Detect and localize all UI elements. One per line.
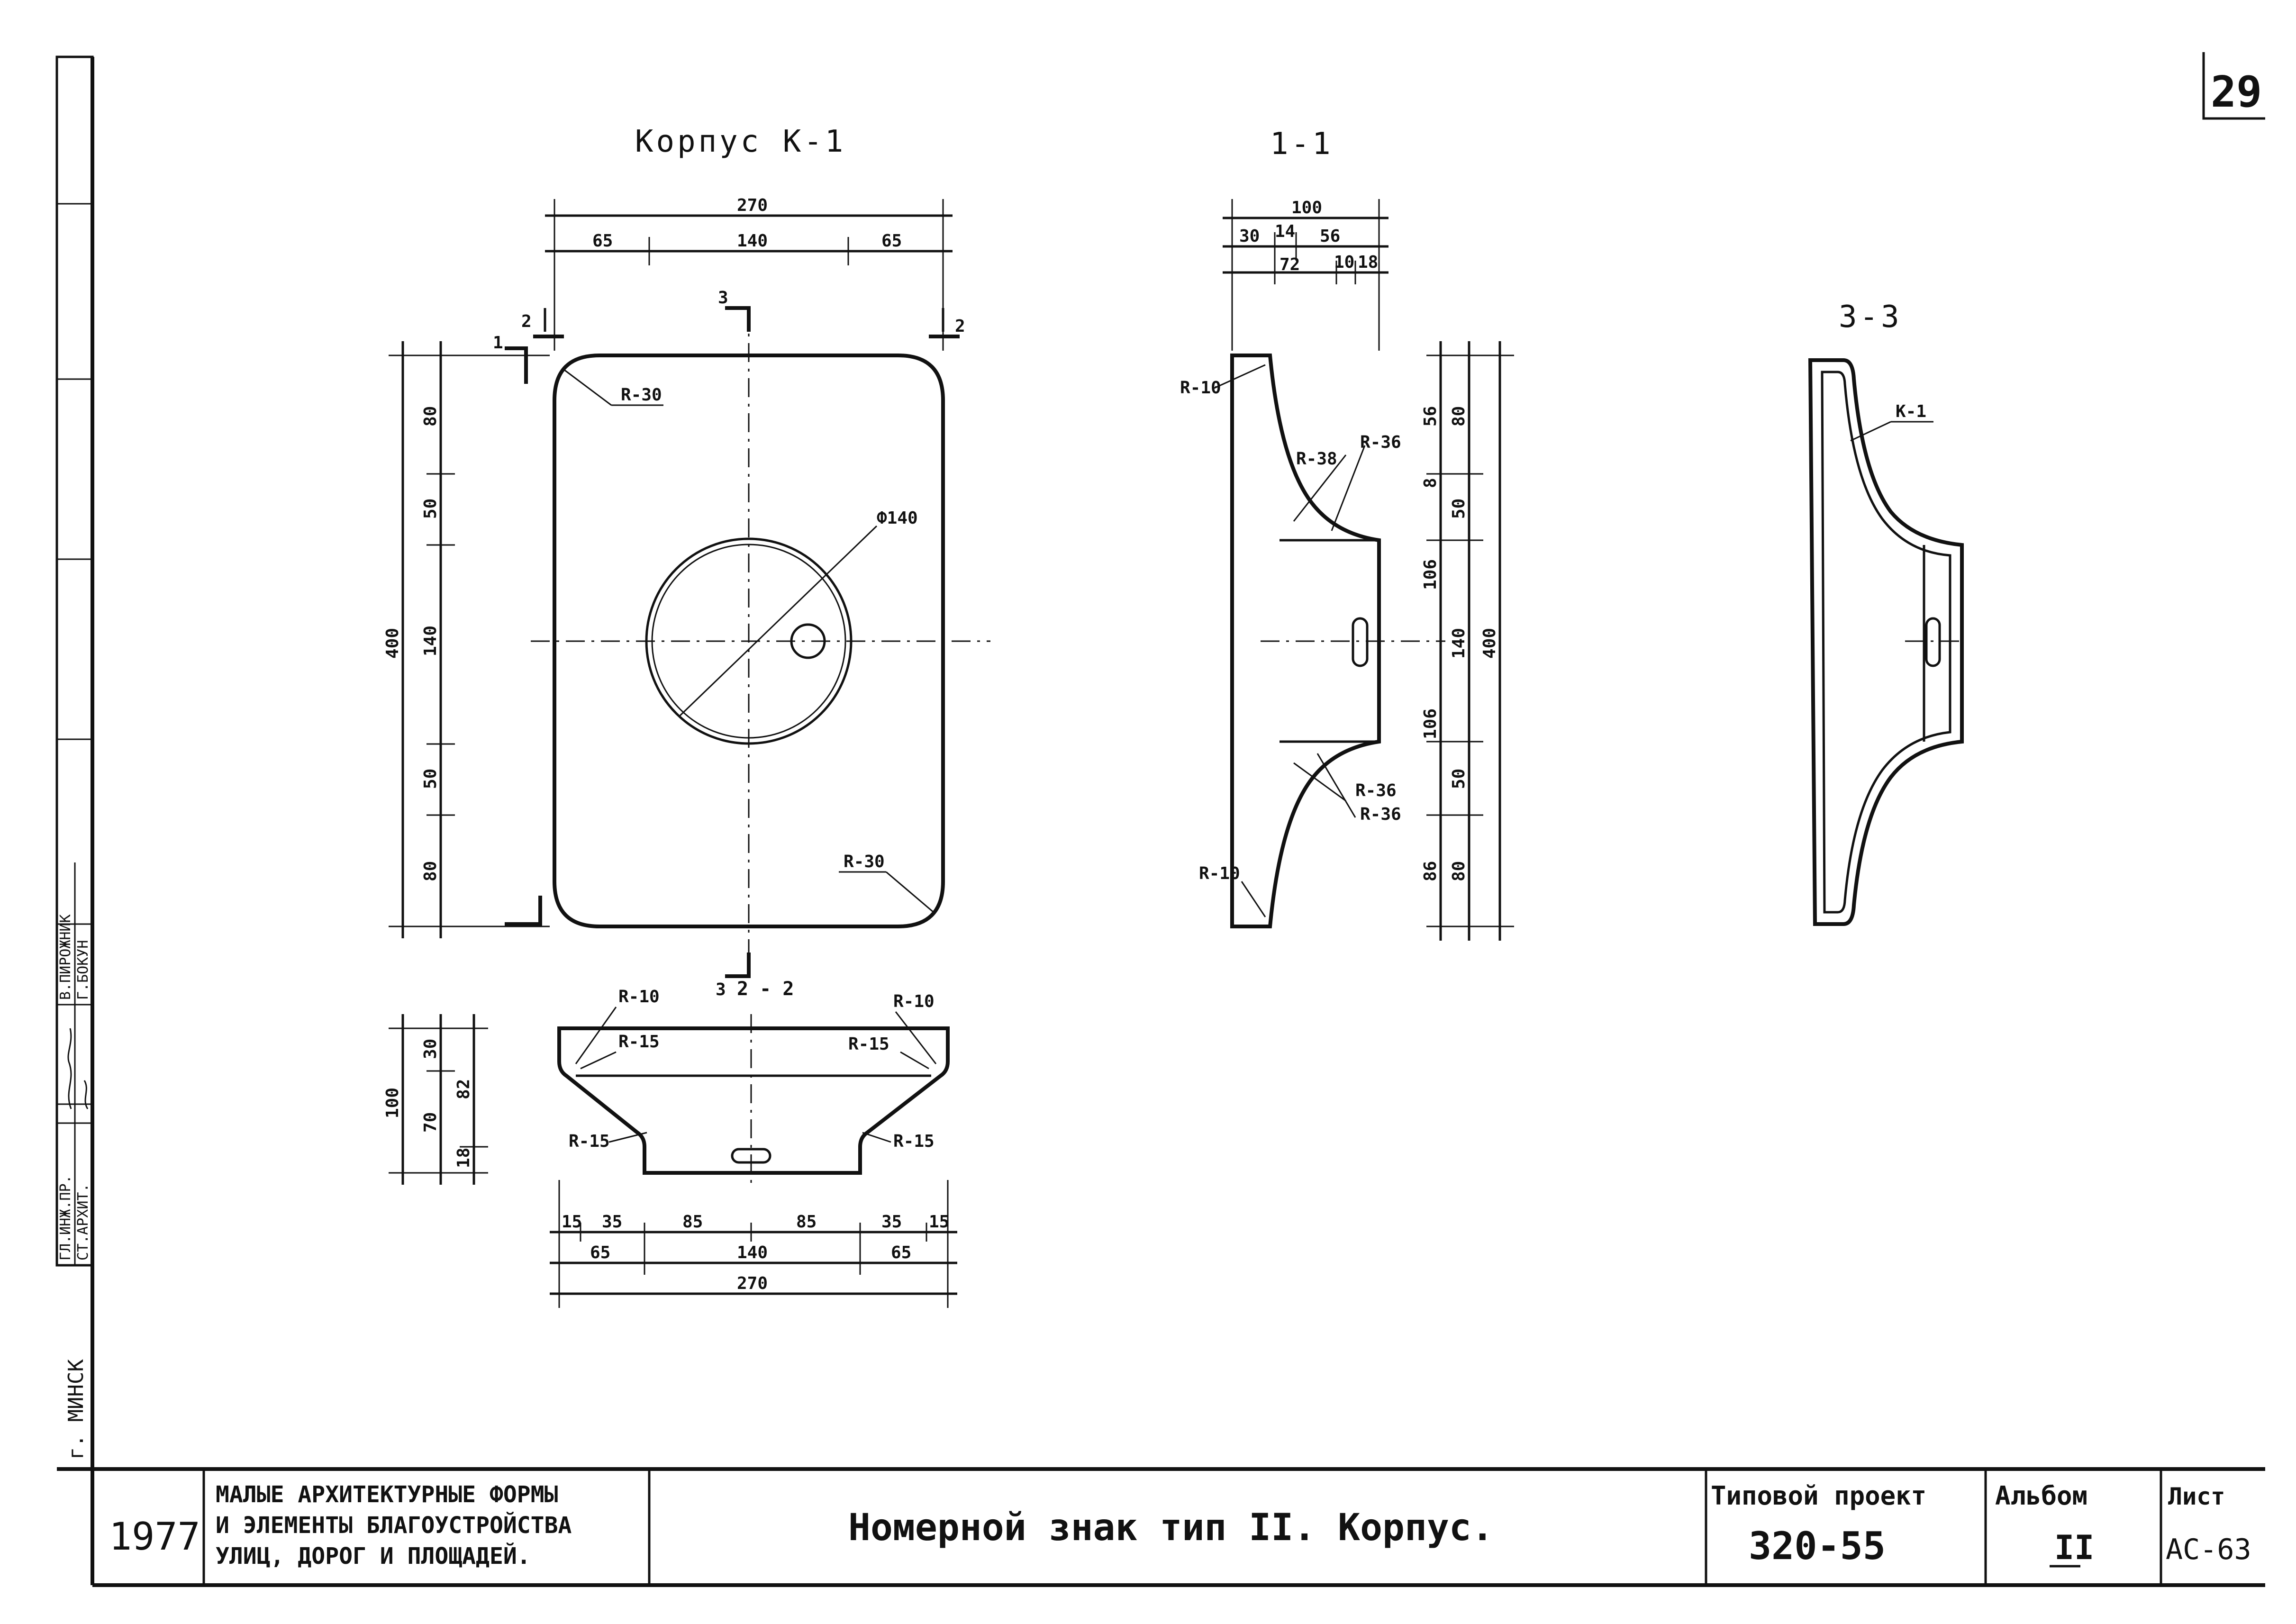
sec22-r15-lower-right: R-15 — [893, 1132, 935, 1151]
sec11-v9: 50 — [1449, 769, 1469, 789]
plan-h1: 80 — [421, 406, 440, 426]
plan-title: Корпус К-1 — [635, 124, 846, 159]
stamp-role2: СТ.АРХИТ. — [75, 1183, 91, 1261]
cut-mark-2-left: 2 — [521, 312, 532, 331]
sec11-r36c: R-36 — [1355, 781, 1397, 800]
sec11-e: 10 — [1334, 253, 1354, 272]
stamp-city: г. МИНСК — [64, 1359, 88, 1460]
title-sheet-value: АС-63 — [2166, 1533, 2251, 1566]
title-block: 1977 МАЛЫЕ АРХИТЕКТУРНЫЕ ФОРМЫ И ЭЛЕМЕНТ… — [109, 1469, 2251, 1585]
sec11-r36a: R-38 — [1296, 449, 1337, 469]
sec22-w35-right: 35 — [881, 1212, 902, 1232]
stamp-role1: ГЛ.ИНЖ.ПР. — [57, 1175, 74, 1261]
plan-width-middle: 140 — [737, 231, 768, 251]
section-33-label: К-1 — [1896, 402, 1926, 421]
signature-2 — [83, 1080, 89, 1109]
sec11-r-top: R-10 — [1180, 378, 1221, 398]
drawing-frame — [57, 57, 2265, 1587]
plan-total-width: 270 — [737, 196, 768, 215]
plan-width-right: 65 — [881, 231, 902, 251]
cut-mark-1: 1 — [493, 333, 503, 353]
sec11-v5: 106 — [1421, 559, 1440, 590]
sec11-v8: 106 — [1421, 708, 1440, 739]
section-33-title: 3-3 — [1839, 299, 1902, 335]
signature-1 — [67, 1028, 72, 1109]
sec11-d: 72 — [1280, 255, 1300, 274]
title-series-line1: МАЛЫЕ АРХИТЕКТУРНЫЕ ФОРМЫ — [216, 1481, 558, 1508]
sec22-r10-right: R-10 — [893, 992, 935, 1011]
sec11-f: 18 — [1358, 253, 1378, 272]
sec11-a: 30 — [1239, 227, 1260, 246]
sec22-w85-right: 85 — [796, 1212, 817, 1232]
sec22-r15-right: R-15 — [848, 1034, 889, 1054]
cut-mark-2-right: 2 — [955, 317, 965, 336]
sec11-c: 56 — [1320, 227, 1340, 246]
sec22-h30: 30 — [421, 1039, 440, 1059]
sec11-r-bottom: R-10 — [1199, 864, 1240, 883]
plan-radius-bottom: R-30 — [844, 852, 885, 871]
plan-h4: 50 — [421, 769, 440, 789]
plan-h3: 140 — [421, 626, 440, 656]
sec22-r10-left: R-10 — [618, 987, 660, 1007]
section-11-title: 1-1 — [1270, 127, 1334, 162]
sec11-v6: 140 — [1449, 628, 1469, 659]
sec11-v7: 400 — [1480, 628, 1499, 659]
sec11-width: 100 — [1291, 198, 1322, 218]
sec11-v11: 80 — [1449, 861, 1469, 881]
plan-view: Корпус К-1 Ф140 R-30 R-30 270 65 140 65 — [383, 124, 990, 999]
title-year: 1977 — [109, 1515, 200, 1559]
plan-width-left: 65 — [592, 231, 613, 251]
sec11-b: 14 — [1275, 222, 1295, 241]
sec22-w65-left: 65 — [590, 1243, 610, 1262]
sec11-v10: 86 — [1421, 861, 1440, 881]
stamp-name2: Г.БОКУН — [75, 940, 91, 1000]
sec11-v1: 56 — [1421, 406, 1440, 426]
side-stamp: ГЛ.ИНЖ.ПР. СТ.АРХИТ. В.ПИРОЖНИК Г.БОКУН … — [55, 55, 94, 1460]
sec11-v4: 50 — [1449, 499, 1469, 519]
sec22-w35-left: 35 — [602, 1212, 622, 1232]
plan-diameter: Ф140 — [877, 508, 918, 528]
plan-h2: 50 — [421, 499, 440, 519]
sec22-r15-lower-left: R-15 — [569, 1132, 610, 1151]
cut-mark-3-top: 3 — [718, 288, 728, 308]
section-3-3: 3-3 К-1 — [1808, 299, 1964, 926]
sec22-r15-left: R-15 — [618, 1032, 660, 1052]
title-project-number: 320-55 — [1749, 1524, 1886, 1568]
sec22-w85-left: 85 — [682, 1212, 703, 1232]
sec22-w15-right: 15 — [929, 1212, 949, 1232]
sec11-v3: 8 — [1421, 478, 1440, 488]
plan-total-height: 400 — [383, 628, 402, 659]
sec22-height: 100 — [383, 1088, 402, 1118]
title-drawing-title: Номерной знак тип II. Корпус. — [848, 1506, 1494, 1549]
title-sheet-label: Лист — [2168, 1483, 2225, 1510]
sheet-number-box: 29 — [2202, 52, 2265, 120]
title-album-value: II — [2054, 1528, 2094, 1567]
sec22-w15-left: 15 — [562, 1212, 582, 1232]
title-series-line3: УЛИЦ, ДОРОГ И ПЛОЩАДЕЙ. — [216, 1542, 531, 1570]
section-1-1: 1-1 100 30 14 56 72 10 18 R-10 R-10 R-38… — [1180, 127, 1514, 941]
plan-radius-top: R-30 — [621, 385, 662, 405]
section-22-title: 2 - 2 — [737, 978, 794, 1000]
sec22-w65-right: 65 — [891, 1243, 911, 1262]
sec22-h70: 70 — [421, 1112, 440, 1133]
cut-mark-3-bottom: 3 — [716, 980, 726, 999]
sec22-w140: 140 — [737, 1243, 768, 1262]
title-series-line2: И ЭЛЕМЕНТЫ БЛАГОУСТРОЙСТВА — [216, 1512, 572, 1539]
sec22-h18: 18 — [454, 1148, 473, 1168]
title-album-label: Альбом — [1995, 1481, 2087, 1511]
sec22-h82: 82 — [454, 1079, 473, 1099]
sheet-number: 29 — [2211, 67, 2262, 117]
stamp-name1: В.ПИРОЖНИК — [57, 914, 74, 1000]
title-project-label: Типовой проект — [1711, 1481, 1926, 1511]
sec11-v2: 80 — [1449, 406, 1469, 426]
section-2-2: 2 - 2 R-10 R-10 R-15 R-15 R-15 R-15 100 … — [383, 978, 957, 1308]
plan-h5: 80 — [421, 861, 440, 881]
sec11-r36d: R-36 — [1360, 805, 1401, 824]
sec22-w270: 270 — [737, 1274, 768, 1293]
sec11-r36b: R-36 — [1360, 433, 1401, 452]
